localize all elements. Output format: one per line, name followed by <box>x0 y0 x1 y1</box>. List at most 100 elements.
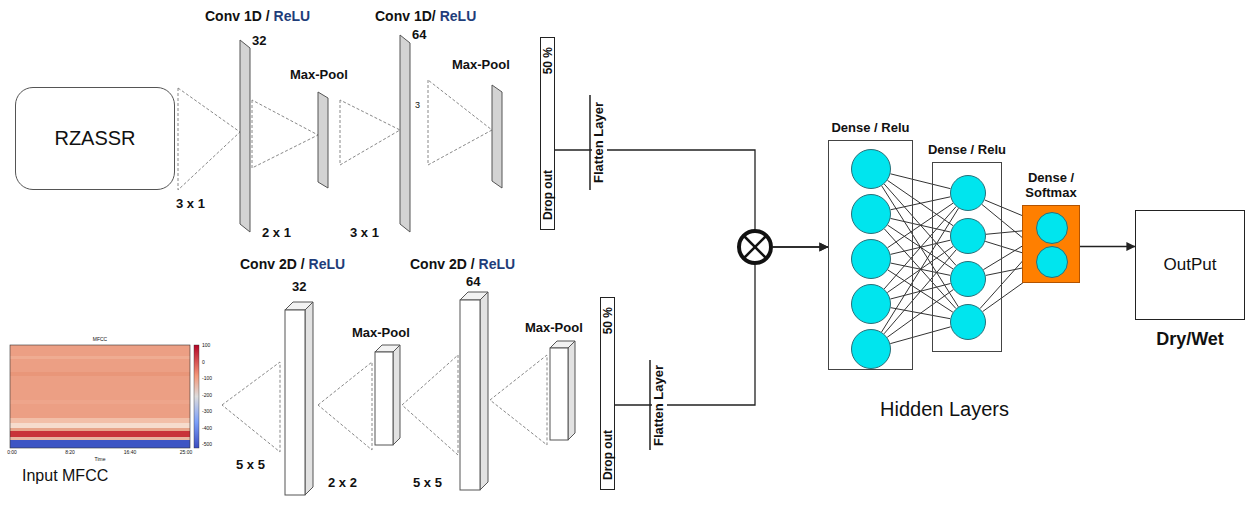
kernel-size: 5 x 5 <box>413 476 442 491</box>
spectrogram <box>10 345 190 448</box>
spectrogram-band <box>10 423 190 428</box>
connection-line <box>890 174 950 189</box>
connection-line <box>884 207 956 289</box>
filter-count: 64 <box>412 28 426 43</box>
conv-layer-slab <box>240 40 250 232</box>
spectrogram-band <box>10 356 190 359</box>
kernel-size: 3 <box>415 100 420 110</box>
input-box: RZASSR <box>15 87 175 190</box>
pool-layer-slab <box>318 92 328 188</box>
colorbar-tick: -300 <box>202 409 212 415</box>
layer-heading: Dense / Relu <box>928 142 1006 158</box>
filter-count: 32 <box>292 280 306 295</box>
connection-line <box>887 180 953 225</box>
axis-tick: 16:40 <box>124 450 137 456</box>
pool-layer-slab <box>568 341 575 440</box>
colorbar-tick: -500 <box>202 442 212 448</box>
spectrogram-band <box>10 440 190 448</box>
spectrogram-band <box>10 418 190 423</box>
kernel-triangle <box>428 80 492 165</box>
activation-name: ReLU <box>440 8 477 24</box>
neuron <box>950 175 986 211</box>
connection-line <box>884 229 956 309</box>
layer-type: Conv 1D / <box>205 8 270 24</box>
dense-layer: Dense / Relu <box>828 140 913 370</box>
conv-layer-slab <box>400 35 410 232</box>
connection-line <box>882 186 959 307</box>
dropout-text-column: Drop out50 % <box>541 37 554 230</box>
colorbar-tick: 0 <box>202 360 205 366</box>
connection-line <box>890 327 950 344</box>
pool-layer-slab <box>393 345 400 445</box>
axis-title: Time <box>95 457 106 463</box>
flatten-label: Flatten Layer <box>652 364 667 447</box>
dropout-layer: Drop out50 % <box>540 37 555 230</box>
flow-arrow <box>1080 246 1135 247</box>
connection-line <box>884 250 956 334</box>
output-name: OutPut <box>1164 255 1217 275</box>
activation-name: ReLU <box>309 256 346 272</box>
conv-layer-slab <box>305 302 313 495</box>
kernel-triangle <box>222 362 280 452</box>
neuron <box>851 149 891 189</box>
conv-layer-slab <box>285 310 305 495</box>
activation-name: ReLU <box>479 256 516 272</box>
colorbar-tick: -400 <box>202 426 212 432</box>
colorbar-tick: -100 <box>202 376 212 382</box>
spectrogram-band <box>10 437 190 440</box>
activation-name: ReLU <box>274 8 311 24</box>
softmax-layer: Dense / Softmax <box>1022 205 1080 283</box>
dense-connections <box>882 174 959 344</box>
merge-symbol <box>739 231 771 263</box>
layer-type: Max-Pool <box>452 58 510 73</box>
axis-tick: 0:00 <box>7 450 17 456</box>
colorbar-tick: 100 <box>202 343 210 349</box>
spectrogram-band <box>10 431 190 437</box>
flow-arrow <box>615 247 828 405</box>
conv-layer-slab <box>480 292 488 490</box>
pool-layer-slab <box>492 85 502 188</box>
merge-symbol <box>744 236 766 258</box>
neuron <box>950 218 986 254</box>
kernel-size: 2 x 1 <box>262 226 291 241</box>
kernel-triangle <box>178 88 240 190</box>
kernel-size: 3 x 1 <box>176 197 205 212</box>
dropout-text-column: Drop out50 % <box>601 297 614 490</box>
dropout-rate: 50 % <box>602 307 614 334</box>
connection-line <box>888 203 954 248</box>
kernel-size: 2 x 2 <box>328 476 357 491</box>
kernel-size: 5 x 5 <box>236 458 265 473</box>
pool-layer-slab <box>550 348 568 440</box>
group-caption: Hidden Layers <box>880 398 1009 421</box>
layer-type: Conv 2D / <box>240 256 305 272</box>
kernel-triangle <box>340 100 400 165</box>
neuron <box>950 261 986 297</box>
flatten-label: Flatten Layer <box>592 101 607 184</box>
output-classes: Dry/Wet <box>1156 329 1224 350</box>
input-name: RZASSR <box>54 127 135 150</box>
flatten-line <box>589 95 591 190</box>
connection-line <box>891 197 951 210</box>
filter-count: 32 <box>252 34 266 49</box>
neuron <box>950 304 986 340</box>
layer-type: Max-Pool <box>352 326 410 341</box>
plot-title: MFCC <box>93 337 107 343</box>
connection-line <box>887 290 953 338</box>
layer-type: Conv 2D / <box>410 256 475 272</box>
layer-type: Conv 1D/ <box>375 8 436 24</box>
neuron <box>851 284 891 324</box>
connection-line <box>884 184 956 265</box>
neuron <box>1036 246 1068 278</box>
merge-symbol <box>744 236 766 258</box>
neuron <box>851 329 891 369</box>
layer-heading: Dense / Softmax <box>1012 170 1090 201</box>
layer-type: Max-Pool <box>525 321 583 336</box>
kernel-triangle <box>252 100 318 168</box>
dropout-layer: Drop out50 % <box>600 297 615 490</box>
axis-tick: 25:00 <box>180 450 193 456</box>
spectrogram-band <box>10 372 190 376</box>
conv-layer-slab <box>460 300 480 490</box>
neuron <box>851 194 891 234</box>
colorbar <box>194 345 199 448</box>
